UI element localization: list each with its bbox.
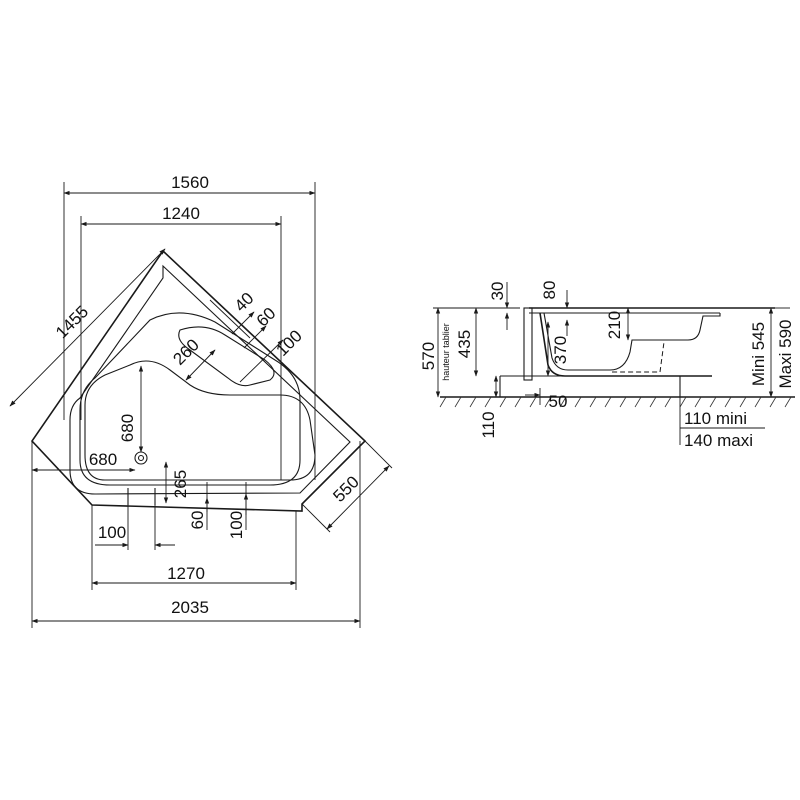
dim-60-bottom-label: 60: [188, 511, 207, 530]
apron-panel: [523, 307, 533, 381]
feet-110-mini-label: 110 mini: [684, 409, 747, 428]
dim-1560-label: 1560: [171, 173, 209, 192]
plan-view: 1560 1240 1455 40 60 100 260 680 680 265: [9, 173, 393, 628]
tub-armrest-outline: [178, 326, 275, 387]
ext-550-a: [301, 503, 331, 533]
dim-line-550: [326, 465, 390, 530]
dim-1455-label: 1455: [52, 302, 92, 342]
drain-inner-icon: [137, 454, 145, 462]
tub-basin-outline: [79, 312, 301, 486]
dim-110-label: 110: [479, 411, 498, 438]
dim-265-label: 265: [171, 470, 190, 498]
drain-icon: [134, 451, 148, 465]
ext-550-b: [364, 440, 393, 469]
dim-100-right-label: 100: [272, 326, 305, 359]
section-view: 30 80 210 435 370 570 hauteur tablier 11…: [419, 281, 795, 450]
dim-line-100-right: [239, 339, 284, 383]
dim-line-260: [185, 349, 216, 381]
dim-30-label: 30: [488, 282, 507, 301]
ext-40: [209, 299, 251, 339]
dim-680-vertical-label: 680: [118, 414, 137, 442]
dim-210-label: 210: [605, 311, 624, 339]
dim-line-40: [231, 311, 255, 335]
dim-1240-label: 1240: [162, 204, 200, 223]
tub-inner-profile: [543, 312, 721, 371]
mini-545-label: Mini 545: [749, 322, 768, 386]
floor-hatch: [439, 396, 792, 408]
dim-435-label: 435: [455, 330, 474, 358]
dim-680-horizontal-label: 680: [89, 450, 117, 469]
maxi-590-label: Maxi 590: [776, 320, 795, 389]
dim-260-label: 260: [169, 335, 202, 368]
dim-line-60-top: [243, 325, 267, 349]
dim-60-top-label: 60: [253, 304, 280, 331]
dim-80-label: 80: [540, 281, 559, 300]
dim-line-1455: [9, 248, 166, 407]
dim-100-left-label: 100: [98, 523, 126, 542]
dim-50-label: 50: [549, 392, 568, 411]
dim-2035-label: 2035: [171, 598, 209, 617]
dim-1270-label: 1270: [167, 564, 205, 583]
dim-570-label: 570: [419, 342, 438, 370]
dim-100-bottom-label: 100: [227, 511, 246, 539]
dim-40-label: 40: [231, 289, 258, 316]
dim-550-label: 550: [329, 472, 362, 505]
dim-370-label: 370: [551, 336, 570, 364]
feet-140-maxi-label: 140 maxi: [684, 431, 753, 450]
hauteur-tablier-label: hauteur tablier: [441, 323, 451, 381]
tub-hidden-profile: [612, 341, 665, 373]
